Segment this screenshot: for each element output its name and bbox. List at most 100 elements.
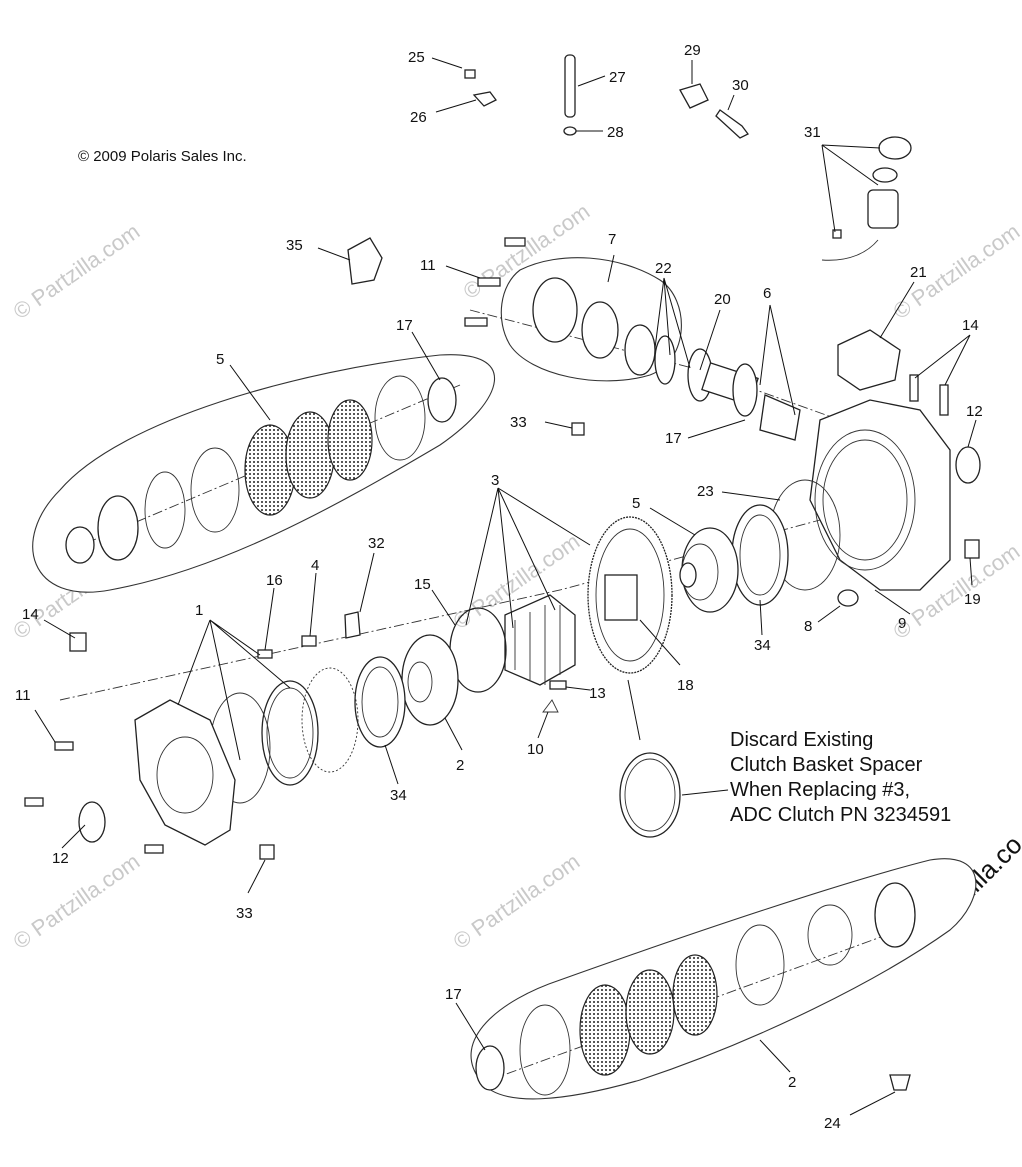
bolt-11b (464, 317, 488, 327)
callout-16: 16 (266, 572, 283, 589)
part-29-bushing (679, 83, 709, 109)
callout-32: 32 (368, 535, 385, 552)
bolt-11-left (54, 741, 74, 751)
part-33-plug-lower (259, 844, 275, 860)
upper-bubble-parts (65, 375, 457, 564)
callout-13: 13 (589, 685, 606, 702)
callout-25: 25 (408, 49, 425, 66)
callout-33-lower: 33 (236, 905, 253, 922)
part-9-housing (809, 374, 981, 607)
callout-34-left: 34 (390, 787, 407, 804)
part-30-bolt (715, 109, 749, 139)
part-26-clip (472, 91, 497, 107)
callout-20: 20 (714, 291, 731, 308)
callout-33-upper: 33 (510, 414, 527, 431)
spacer-note: Discard Existing Clutch Basket Spacer Wh… (730, 728, 951, 828)
part-27-pin (564, 54, 576, 118)
part-14-fitting-a (909, 374, 919, 402)
callout-8: 8 (804, 618, 812, 635)
callout-7: 7 (608, 231, 616, 248)
callout-34-right: 34 (754, 637, 771, 654)
piston (532, 277, 578, 343)
callout-18: 18 (677, 677, 694, 694)
part-25-nut (464, 69, 476, 79)
callout-12-right: 12 (966, 403, 983, 420)
callout-numbers: 25 26 27 28 29 30 31 35 11 7 22 20 6 21 … (15, 42, 983, 1132)
bolt-11a (477, 277, 501, 287)
callout-11-lower: 11 (15, 687, 31, 704)
pinion-shaft (654, 335, 801, 441)
callout-5-middle: 5 (632, 495, 640, 512)
callout-35: 35 (286, 237, 303, 254)
callout-23: 23 (697, 483, 714, 500)
watermark-7: © Partzilla.com (9, 849, 145, 955)
part-1-cover (78, 699, 236, 846)
note-line-4: ADC Clutch PN 3234591 (730, 804, 952, 826)
bolt-11c (504, 237, 526, 247)
part-4-bushing (301, 635, 317, 647)
watermark-8: © Partzilla.com (449, 849, 585, 955)
part-13-pin (549, 680, 567, 690)
part-24-plug (889, 1074, 911, 1091)
callout-9: 9 (898, 615, 906, 632)
seal (624, 324, 656, 376)
part-19-plug (964, 539, 980, 559)
callout-22: 22 (655, 260, 672, 277)
callout-19: 19 (964, 591, 981, 608)
part-7-assembly (464, 237, 682, 382)
callout-12-left: 12 (52, 850, 69, 867)
part-31-filter (872, 167, 898, 183)
part-34-ring-left (354, 656, 406, 748)
callout-2-lower: 2 (788, 1074, 796, 1091)
part-31-reservoir (867, 189, 899, 229)
note-line-2: Clutch Basket Spacer (730, 754, 923, 776)
part-28-ring (563, 126, 577, 136)
watermark-1: © Partzilla.com (9, 219, 145, 325)
note-line-3: When Replacing #3, (730, 779, 911, 801)
part-5-hub (679, 527, 739, 613)
callout-17-middle: 17 (665, 430, 682, 447)
callout-14-left: 14 (22, 606, 39, 623)
part-2-hub (401, 634, 459, 726)
callout-21: 21 (910, 264, 927, 281)
callout-17-upper: 17 (396, 317, 413, 334)
part-8-plug (837, 589, 859, 607)
part-35-bracket (347, 237, 383, 285)
part-14-fitting-left (69, 632, 87, 652)
part-33-plug-upper (571, 422, 585, 436)
part-21-actuator (837, 329, 901, 391)
callout-14-right: 14 (962, 317, 979, 334)
callout-2-middle: 2 (456, 757, 464, 774)
callout-6: 6 (763, 285, 771, 302)
callout-5-upper: 5 (216, 351, 224, 368)
part-12-seal-left (78, 801, 106, 843)
callout-4: 4 (311, 557, 319, 574)
bolt-left-2 (24, 797, 44, 807)
callout-29: 29 (684, 42, 701, 59)
callout-17-lower: 17 (445, 986, 462, 1003)
leader-lines (34, 57, 977, 1116)
part-31-hose (821, 239, 879, 261)
callout-26: 26 (410, 109, 427, 126)
part-12-seal-right (955, 446, 981, 484)
part-31-cap (878, 136, 912, 160)
copyright-text: © 2009 Polaris Sales Inc. (78, 148, 247, 165)
callout-3: 3 (491, 472, 499, 489)
callout-30: 30 (732, 77, 749, 94)
clutch-basket-spacer (619, 752, 681, 838)
callout-11-upper: 11 (420, 257, 436, 274)
part-10-spring (542, 699, 559, 713)
callout-27: 27 (609, 69, 626, 86)
bolt-left-3 (144, 844, 164, 854)
lower-bubble-parts (475, 882, 916, 1096)
callout-10: 10 (527, 741, 544, 758)
friction-ring (301, 667, 359, 773)
part-16-pin (257, 649, 273, 659)
callout-1: 1 (195, 602, 203, 619)
part-18-gear (587, 516, 673, 674)
piston-ring (581, 301, 619, 359)
part-31-clamp (832, 229, 842, 239)
callout-31: 31 (804, 124, 821, 141)
